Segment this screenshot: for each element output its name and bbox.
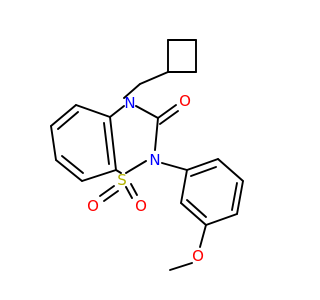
atom-o-sulfonyl-right: O: [135, 197, 147, 215]
bond-carbonyl-2: [159, 110, 179, 125]
bond-aryl-5: [180, 202, 207, 226]
bond-c4a-n4: [109, 105, 125, 118]
bonds: [50, 39, 244, 271]
bond-benz-3: [50, 125, 57, 161]
bond-aryl-5-inner: [186, 199, 207, 218]
atom-o-sulfonyl-left: O: [87, 197, 99, 215]
bond-benz-2-inner: [57, 111, 79, 130]
bond-so-left-2: [103, 190, 119, 202]
bond-aryl-4: [205, 213, 238, 226]
bond-n2-aryl: [161, 162, 188, 171]
bond-benz-6: [109, 116, 117, 171]
atom-labels: N N S O O O O: [87, 92, 204, 265]
atom-s1: S: [117, 171, 127, 189]
bond-n4-c3: [135, 105, 159, 119]
bond-c3-n2: [154, 117, 159, 151]
bond-o-to-ch3: [169, 262, 193, 271]
bond-aryl-to-o: [199, 224, 207, 248]
bond-benz-2: [50, 104, 77, 127]
bond-aryl-1: [186, 158, 219, 171]
atom-o-methoxy: O: [192, 247, 204, 265]
bond-benz-4: [55, 159, 83, 182]
bond-aryl-3: [236, 180, 244, 215]
bond-s1-c8a: [115, 169, 122, 174]
bond-so-right-2: [130, 183, 138, 196]
atom-n4: N: [124, 94, 135, 112]
bond-benz-1: [75, 104, 111, 118]
bond-aryl-2: [217, 158, 244, 182]
atom-o-carbonyl: O: [179, 92, 191, 110]
molecule-structure: N N S O O O O: [50, 39, 244, 271]
bond-benz-5: [81, 169, 117, 182]
bond-n2-s1: [125, 160, 147, 174]
bond-so-right-1: [125, 186, 133, 199]
atom-n2: N: [149, 151, 160, 169]
bond-benz-4-inner: [61, 155, 84, 174]
bond-aryl-3-inner: [231, 182, 238, 211]
bond-carbonyl-1: [157, 104, 177, 119]
bond-ch2-to-n4: [123, 83, 141, 99]
bond-so-left-1: [99, 185, 115, 197]
bond-aryl-1-inner: [190, 166, 217, 177]
molecule-diagram: N N S O O O O: [50, 39, 244, 271]
bond-ring-to-ch2: [139, 71, 169, 85]
bond-benz-6-inner: [103, 122, 110, 165]
bond-aryl-6: [180, 169, 188, 204]
